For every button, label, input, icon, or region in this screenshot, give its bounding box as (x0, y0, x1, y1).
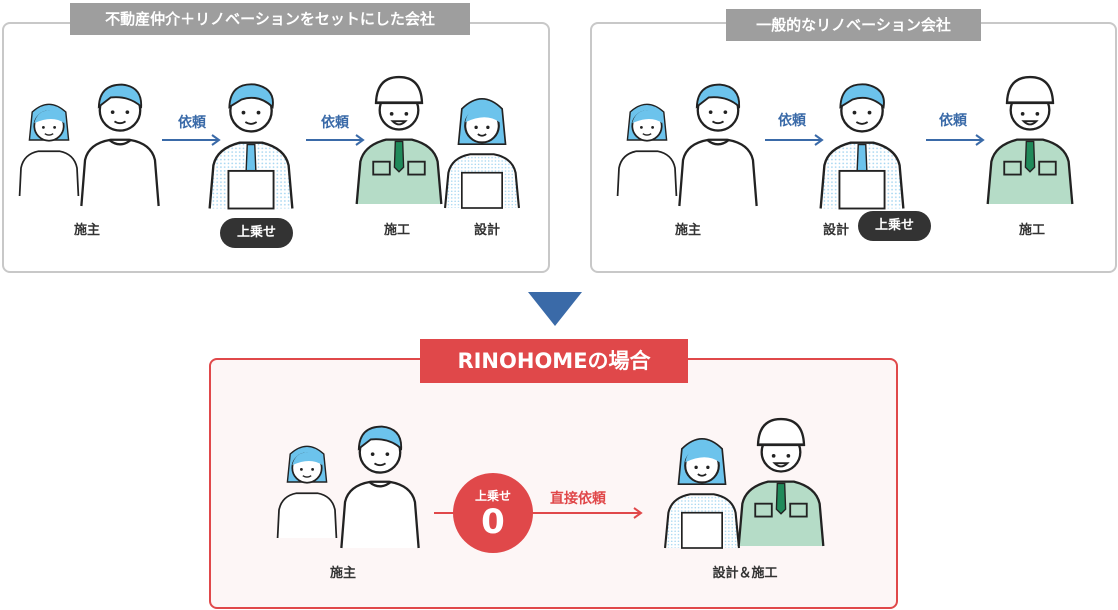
client-man-figure (74, 62, 166, 212)
panel-broker-title: 不動産仲介＋リノベーションをセットにした会社 (70, 3, 470, 35)
designer-figure (440, 78, 524, 212)
rinohome-worker-figure (735, 400, 827, 554)
design-label: 設計 (822, 223, 850, 238)
construction-worker-figure (984, 58, 1076, 212)
construction-label: 施工 (1018, 223, 1046, 238)
panel-general-title: 一般的なリノベーション会社 (726, 9, 981, 41)
client-man-figure (672, 62, 764, 212)
arrow-icon (162, 134, 221, 146)
client-man-figure (334, 404, 426, 554)
client-label: 施主 (73, 223, 101, 238)
markup-badge: 上乗せ (220, 218, 293, 248)
design-construction-label: 設計＆施工 (712, 566, 778, 581)
construction-label: 施工 (383, 223, 411, 238)
markup-label: 上乗せ (474, 489, 511, 503)
rinohome-designer-figure (660, 418, 744, 552)
request-label: 依頼 (321, 115, 349, 131)
panel-rinohome-title: RINOHOMEの場合 (420, 339, 688, 383)
arrow-icon (306, 134, 365, 146)
client-label: 施主 (329, 566, 357, 581)
request-label: 依頼 (939, 113, 967, 129)
direct-request-label: 直接依頼 (550, 491, 606, 507)
design-label: 設計 (473, 223, 501, 238)
client-label: 施主 (674, 223, 702, 238)
down-arrow-icon (528, 292, 582, 326)
zero-markup-badge: 上乗せ 0 (453, 473, 533, 553)
designer-broker-figure (815, 64, 909, 212)
request-label: 依頼 (778, 113, 806, 129)
arrow-icon (765, 134, 824, 146)
markup-badge: 上乗せ (858, 211, 931, 241)
client-woman-figure (272, 418, 342, 553)
markup-value: 0 (481, 502, 505, 542)
construction-worker-figure (353, 58, 445, 212)
arrow-icon (926, 134, 985, 146)
request-label: 依頼 (178, 115, 206, 131)
